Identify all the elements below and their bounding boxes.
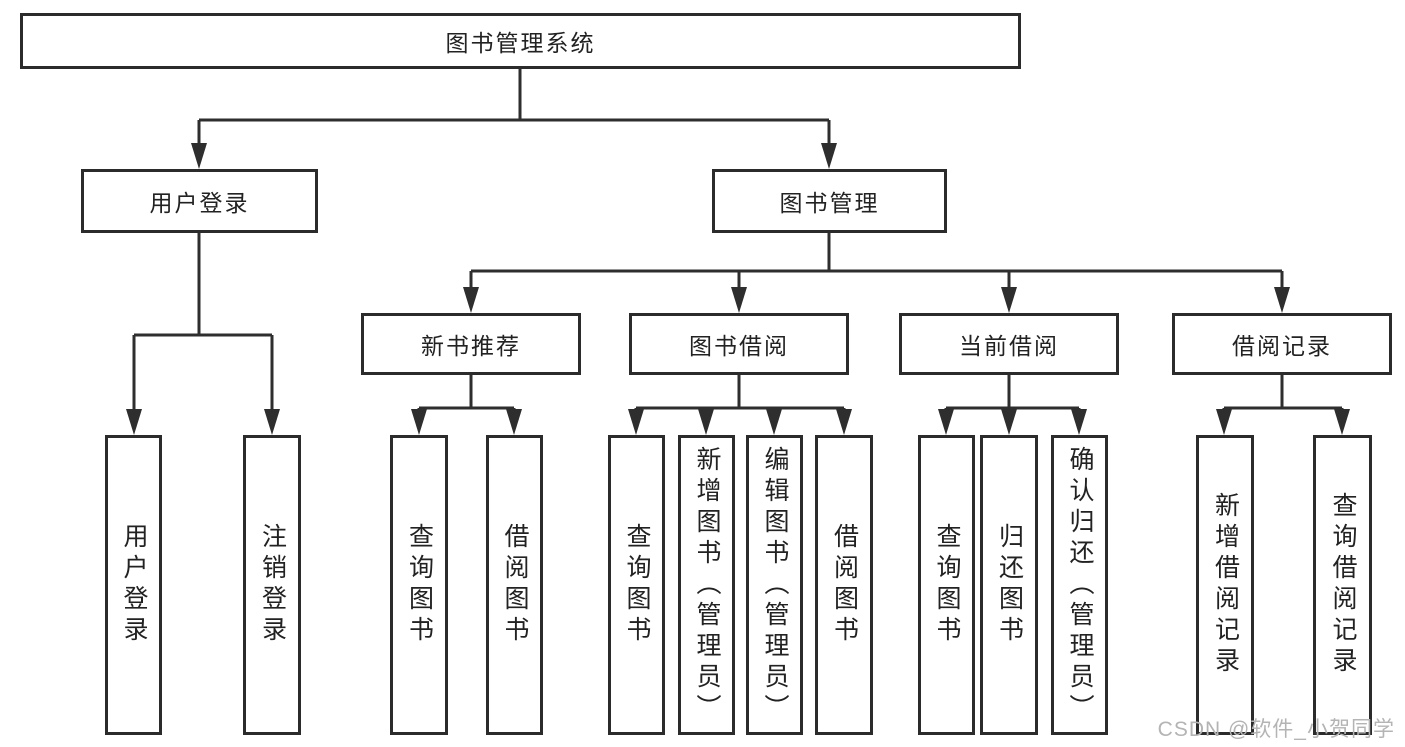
node-new-book-recommend: 新书推荐 (361, 313, 581, 375)
leaf-return-books: 归还图书 (980, 435, 1038, 735)
node-root: 图书管理系统 (20, 13, 1021, 69)
leaf-recommend-query-books: 查询图书 (390, 435, 448, 735)
leaf-logout: 注销登录 (243, 435, 301, 735)
node-book-borrow-label: 图书借阅 (689, 333, 789, 359)
node-root-label: 图书管理系统 (445, 30, 596, 56)
leaf-add-books-admin: 新增图书（管理员） (678, 435, 735, 735)
leaf-user-login-label: 用户登录 (120, 523, 148, 647)
leaf-confirm-return-admin: 确认归还（管理员） (1051, 435, 1108, 735)
leaf-query-borrow-record: 查询借阅记录 (1313, 435, 1372, 735)
node-user-login-label: 用户登录 (149, 190, 250, 216)
leaf-borrow-books: 借阅图书 (815, 435, 873, 735)
leaf-query-borrow-record-label: 查询借阅记录 (1329, 492, 1357, 678)
leaf-current-query-books-label: 查询图书 (933, 523, 961, 647)
leaf-add-borrow-record: 新增借阅记录 (1196, 435, 1254, 735)
node-new-book-recommend-label: 新书推荐 (421, 333, 521, 359)
leaf-edit-books-admin-label: 编辑图书（管理员） (761, 445, 789, 725)
node-borrow-records: 借阅记录 (1172, 313, 1392, 375)
leaf-confirm-return-admin-label: 确认归还（管理员） (1066, 445, 1094, 725)
arrowheads (126, 143, 1350, 435)
leaf-current-query-books: 查询图书 (918, 435, 975, 735)
node-borrow-records-label: 借阅记录 (1232, 333, 1332, 359)
node-current-borrow-label: 当前借阅 (959, 333, 1059, 359)
leaf-add-books-admin-label: 新增图书（管理员） (693, 445, 721, 725)
node-book-management: 图书管理 (712, 169, 947, 233)
leaf-borrow-query-books-label: 查询图书 (623, 523, 651, 647)
leaf-recommend-borrow-books: 借阅图书 (486, 435, 543, 735)
node-book-borrow: 图书借阅 (629, 313, 849, 375)
node-book-management-label: 图书管理 (779, 190, 880, 216)
leaf-return-books-label: 归还图书 (995, 523, 1024, 647)
leaf-borrow-books-label: 借阅图书 (830, 523, 859, 647)
leaf-add-borrow-record-label: 新增借阅记录 (1211, 492, 1240, 678)
leaf-borrow-query-books: 查询图书 (608, 435, 665, 735)
csdn-watermark: CSDN @软件_小贺同学 (1157, 718, 1395, 741)
node-current-borrow: 当前借阅 (899, 313, 1119, 375)
node-user-login: 用户登录 (81, 169, 318, 233)
leaf-recommend-query-books-label: 查询图书 (405, 523, 434, 647)
leaf-edit-books-admin: 编辑图书（管理员） (746, 435, 803, 735)
leaf-user-login: 用户登录 (105, 435, 162, 735)
leaf-recommend-borrow-books-label: 借阅图书 (501, 523, 529, 647)
leaf-logout-label: 注销登录 (258, 523, 287, 647)
